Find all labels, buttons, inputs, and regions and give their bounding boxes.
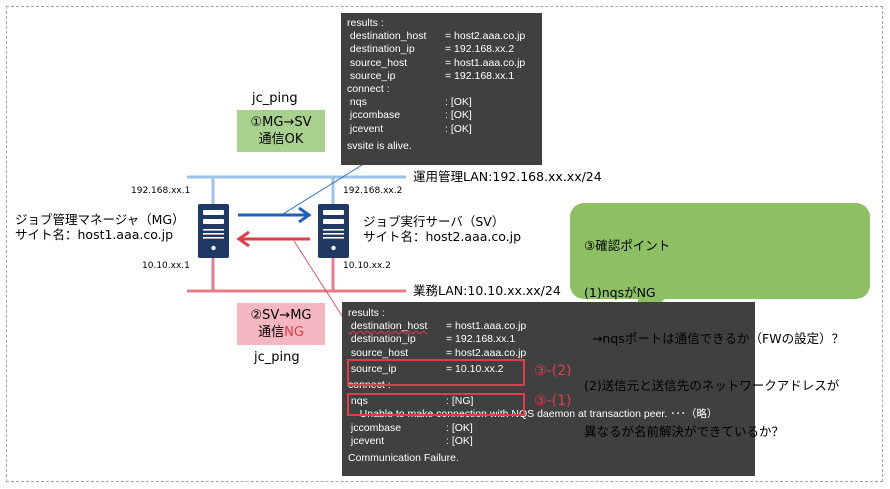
highlight-label-3-2: ③-(2) (534, 363, 572, 379)
mg-site: サイト名：host1.aaa.co.jp (15, 227, 174, 242)
sv-business-ip: 10.10.xx.2 (343, 261, 391, 271)
arrow-mg-to-sv (238, 206, 312, 224)
jc-ping-label-ok: jc_ping (252, 91, 298, 106)
callout-line: (1)nqsがNG (584, 284, 656, 300)
callout-line: 異なるが名前解決ができているか？ (584, 424, 785, 439)
terminal-ng-row: destination_ip= 192.168.xx.1 (348, 333, 516, 346)
terminal-ok-row: jcevent: [OK] (347, 122, 472, 135)
test-ok-box: ①MG→SV 通信OK (237, 110, 325, 152)
sv-label: ジョブ実行サーバ（SV） サイト名：host2.aaa.co.jp (363, 214, 521, 244)
arrow-sv-to-mg (236, 230, 310, 248)
terminal-ng-row: nqs: [NG] (348, 395, 474, 408)
callout-line: (2)送信元と送信先のネットワークアドレスが (584, 377, 840, 393)
highlight-source-ip (347, 359, 525, 386)
callout-text: ③確認ポイント (1)nqsがNG →nqsポートは通信できるか（FWの設定）？… (584, 207, 844, 455)
terminal-ok-footer: svsite is alive. (347, 139, 412, 152)
mg-name: ジョブ管理マネージャ（MG） (15, 212, 185, 227)
test-ng-line1: ②SV→MG (250, 308, 312, 323)
test-ng-line2: 通信NG (237, 324, 325, 341)
terminal-ok-row: destination_host= host2.aaa.co.jp (347, 30, 526, 43)
sv-site: サイト名：host2.aaa.co.jp (363, 229, 522, 244)
terminal-ok-row: source_host= host1.aaa.co.jp (347, 56, 526, 69)
terminal-output-ng: results : destination_host= host1.aaa.co… (342, 302, 755, 476)
test-ok-status: OK (284, 132, 304, 147)
diagram-frame (6, 6, 883, 482)
sv-server-icon (318, 204, 349, 258)
terminal-ng-row: destination_host= host1.aaa.co.jp (348, 320, 527, 333)
mg-mgmt-ip: 192.168.xx.1 (131, 186, 191, 196)
callout-line: →nqsポートは通信できるか（FWの設定）？ (584, 331, 845, 346)
sv-name: ジョブ実行サーバ（SV） (363, 214, 505, 229)
mg-server-icon (198, 204, 229, 258)
test-ng-status: NG (284, 325, 304, 340)
terminal-ng-row: source_host= host2.aaa.co.jp (348, 346, 527, 359)
test-ok-line2: 通信OK (237, 131, 325, 148)
terminal-ng-row: jcevent: [OK] (348, 434, 473, 447)
jc-ping-label-ng: jc_ping (254, 350, 300, 365)
highlight-nqs (347, 393, 525, 416)
terminal-ok-header: results : (347, 17, 384, 29)
highlight-label-3-1: ③-(1) (534, 393, 572, 409)
test-ng-prefix: 通信 (258, 325, 285, 340)
mg-label: ジョブ管理マネージャ（MG） サイト名：host1.aaa.co.jp (15, 212, 185, 242)
terminal-ok-row: nqs: [OK] (347, 96, 472, 109)
terminal-ok-row: source_ip= 192.168.xx.1 (347, 69, 515, 82)
terminal-ng-row: source_ip= 10.10.xx.2 (348, 362, 504, 375)
test-ok-line1: ①MG→SV (250, 115, 312, 130)
terminal-ok-row: jccombase: [OK] (347, 109, 472, 122)
leader-line-ng (293, 240, 347, 323)
business-lan-label: 業務LAN:10.10.xx.xx/24 (413, 283, 561, 298)
terminal-output-ok: results : destination_host= host2.aaa.co… (341, 13, 542, 165)
terminal-ng-header: results : (348, 307, 385, 319)
sv-mgmt-ip: 192.168.xx.2 (343, 186, 403, 196)
mg-business-ip: 10.10.xx.1 (142, 261, 190, 271)
terminal-ng-row: jccombase: [OK] (348, 421, 473, 434)
leader-line-ok (282, 164, 363, 215)
callout-line: ③確認ポイント (584, 238, 671, 253)
terminal-ok-connect-header: connect : (347, 83, 390, 96)
test-ng-box: ②SV→MG 通信NG (237, 303, 325, 345)
test-ok-prefix: 通信 (258, 132, 285, 147)
terminal-ng-footer: Communication Failure. (348, 452, 459, 465)
mgmt-lan-label: 運用管理LAN:192.168.xx.xx/24 (413, 169, 602, 184)
terminal-ok-row: destination_ip= 192.168.xx.2 (347, 43, 515, 56)
